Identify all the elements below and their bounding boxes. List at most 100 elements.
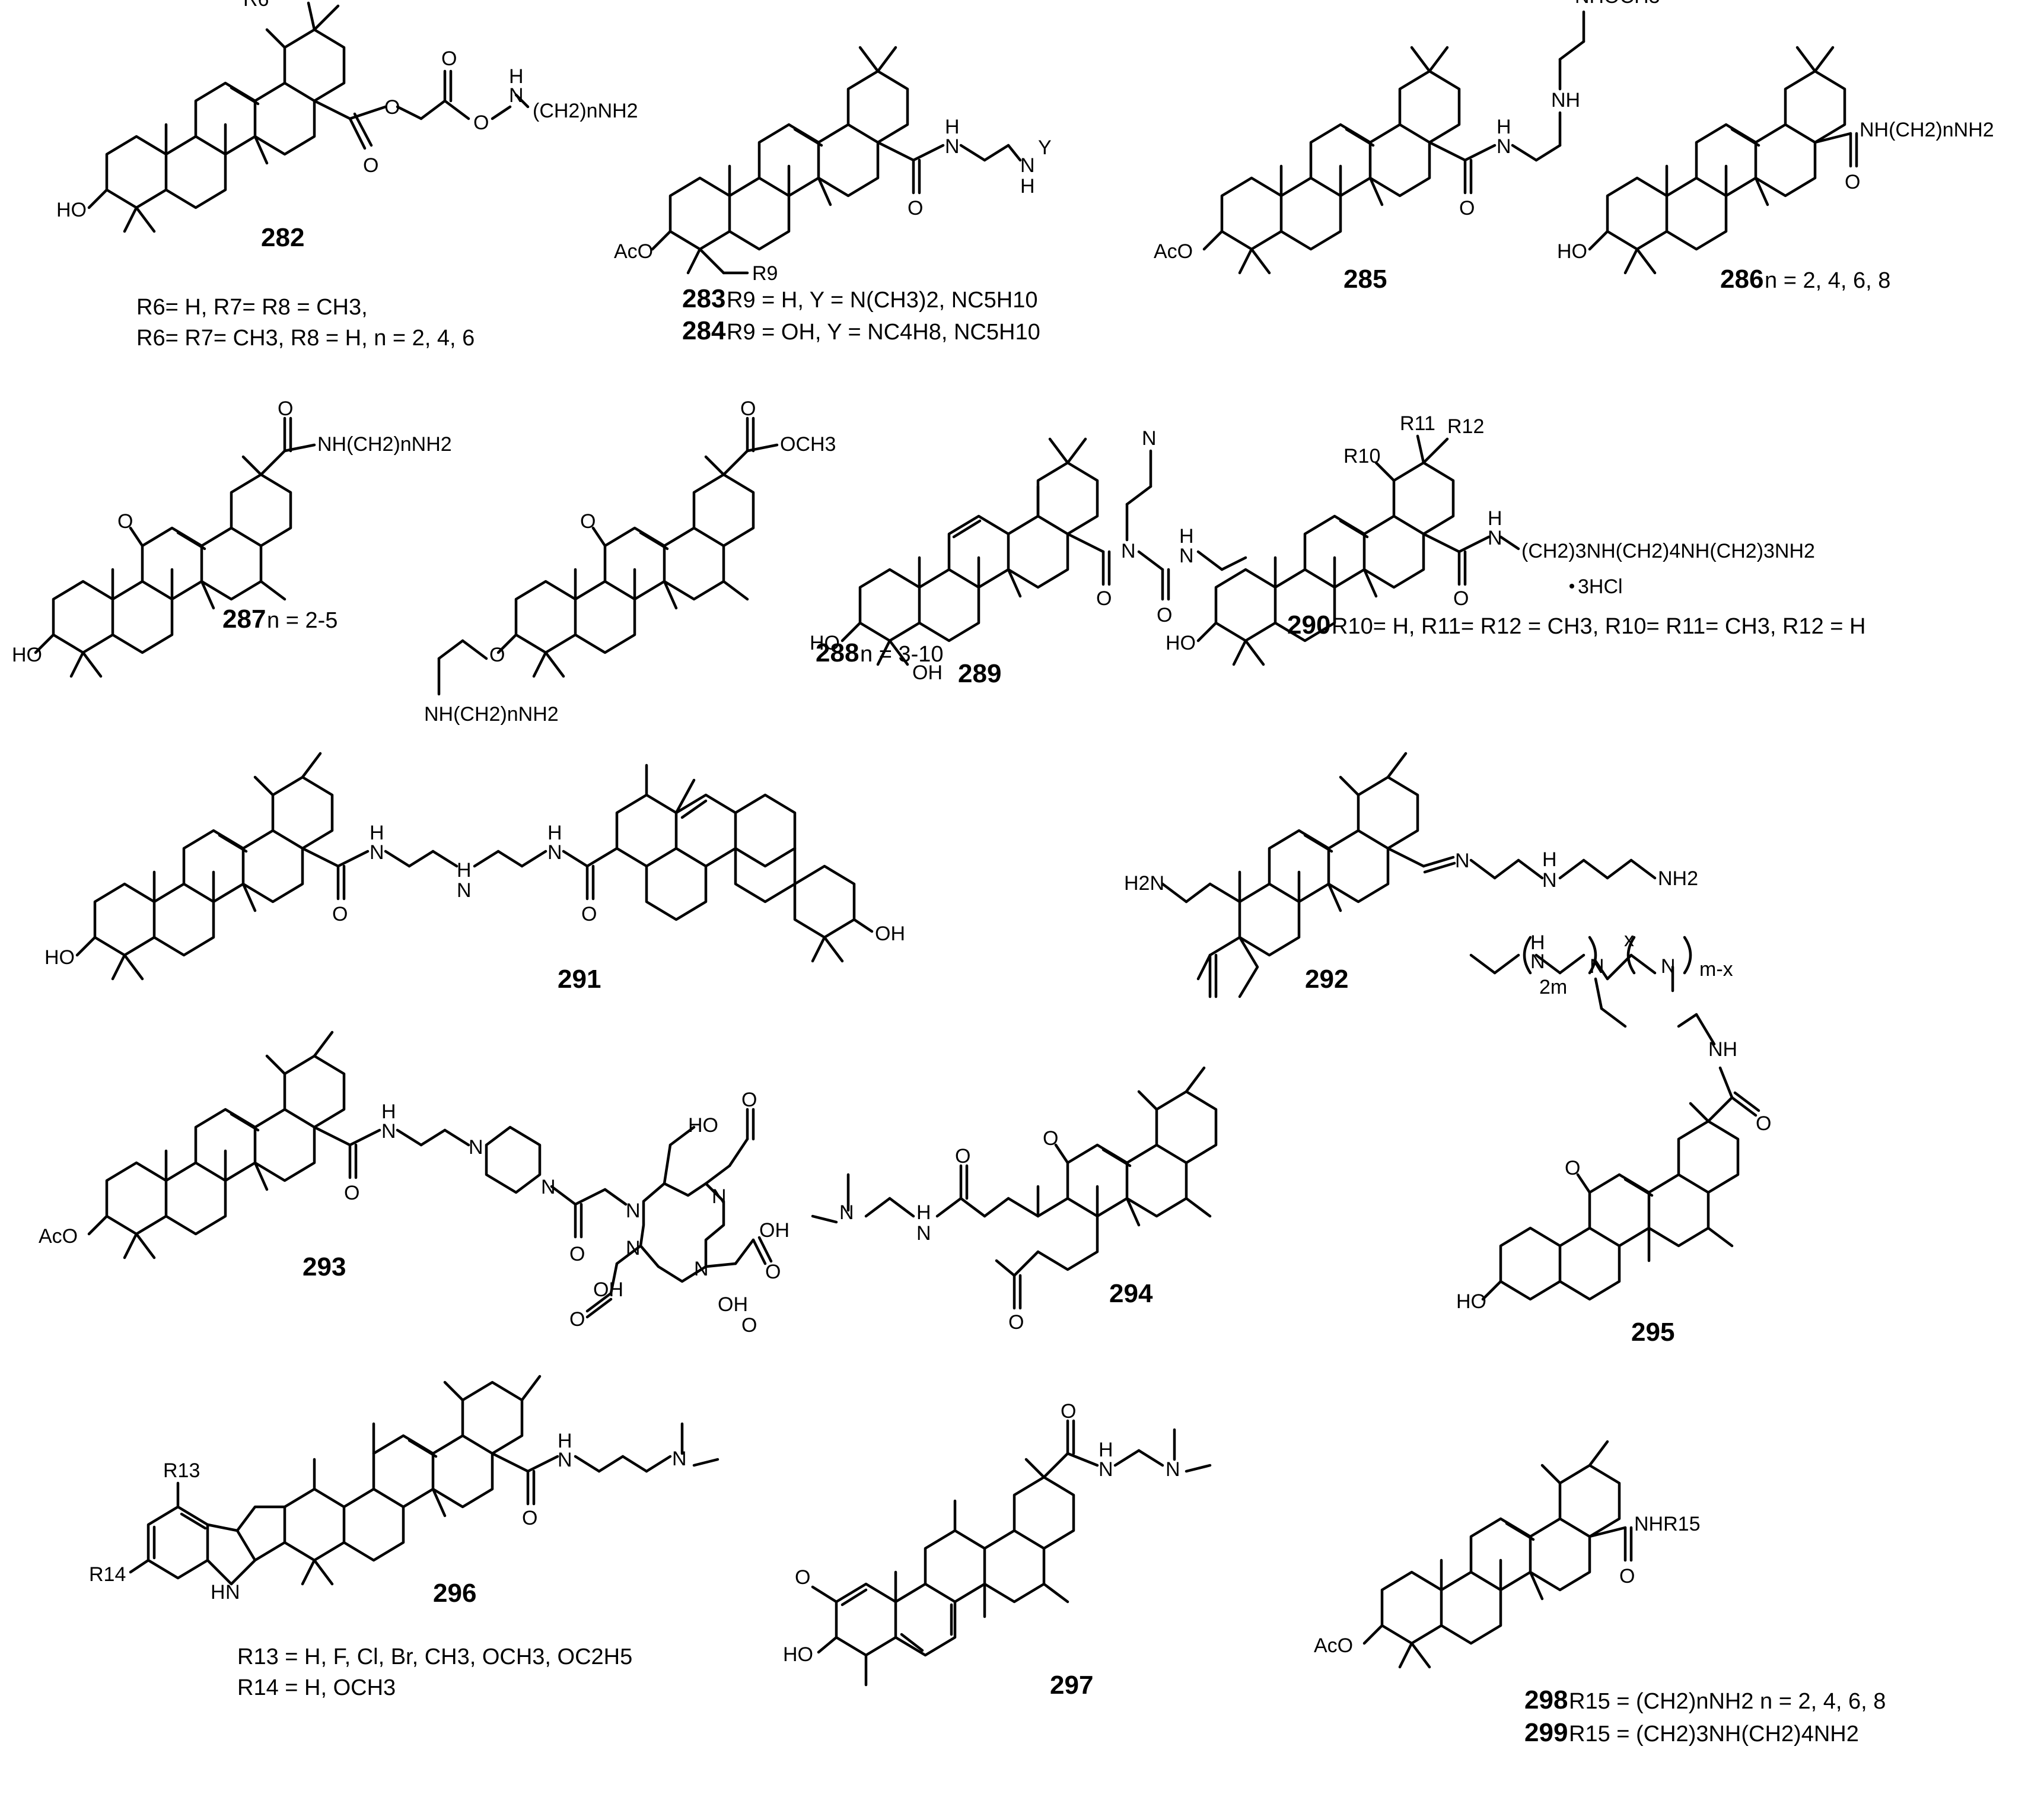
compound-293-label-18: OH xyxy=(718,1293,748,1316)
compound-293-label-8: N xyxy=(626,1200,641,1222)
compound-282-label-8: O xyxy=(473,112,489,134)
compound-294-label-3: N xyxy=(916,1222,931,1245)
compound-291-label-9: O xyxy=(581,903,597,925)
compound-293-label-9: N xyxy=(712,1185,727,1208)
compound-282-label-7: O xyxy=(441,47,457,70)
compound-282-caption-2: R6= R7= CH3, R8 = H, n = 2, 4, 6 xyxy=(136,326,475,351)
compound-293-label-17: O xyxy=(765,1261,781,1283)
compound-290-label-3: R12 xyxy=(1447,415,1484,438)
compound-296-number: 296 xyxy=(433,1579,476,1608)
compound-293-label-3: N xyxy=(381,1120,396,1143)
compound-283-label-8: Y xyxy=(1038,136,1052,159)
compound-283-label-1: AcO xyxy=(614,240,653,263)
compound-284-number: 284 xyxy=(682,316,726,345)
compound-289-number: 289 xyxy=(958,659,1001,688)
compound-290-number: 290 xyxy=(1287,610,1330,640)
compound-291: HO O H N H N H N O OH 291 xyxy=(44,752,905,994)
compound-291-label-6: N xyxy=(457,879,472,902)
compound-287-label-1: HO xyxy=(12,644,42,666)
compound-292: H2N N H N NH2 292 xyxy=(1124,752,1698,998)
compound-292-label-3: H xyxy=(1542,848,1557,871)
compound-285-label-1: AcO xyxy=(1154,240,1193,263)
compound-297-label-2: HO xyxy=(783,1643,813,1666)
compound-287-label-4: NH(CH2)nNH2 xyxy=(317,433,452,456)
compound-294-skeleton xyxy=(811,1066,1218,1310)
compound-296: R13 R14 H N H N O N 296 xyxy=(89,1375,719,1608)
compound-283-label-3: H xyxy=(945,116,960,138)
compound-288-label-2: O xyxy=(580,510,596,533)
compound-282-label-11: (CH2)nNH2 xyxy=(533,100,638,122)
compound-296-skeleton xyxy=(129,1375,719,1586)
compound-295-label-1: HO xyxy=(1456,1290,1486,1313)
compound-287-skeleton xyxy=(34,416,316,678)
compound-296-label-4: N xyxy=(225,1581,240,1604)
compound-294-label-2: H xyxy=(916,1201,931,1224)
compound-294-label-4: O xyxy=(955,1145,970,1168)
compound-297-number: 297 xyxy=(1050,1671,1093,1700)
compound-282-label-5: O xyxy=(363,154,378,177)
compound-282-label-4: HO xyxy=(56,199,87,221)
compound-297-label-1: O xyxy=(795,1566,810,1589)
compound-291-label-2: O xyxy=(332,903,348,925)
compound-286: HO NH(CH2)nNH2 O xyxy=(1557,46,1994,275)
compound-293-label-4: O xyxy=(344,1182,359,1204)
compound-296-label-2: R14 xyxy=(89,1563,126,1586)
compound-296-label-3: H xyxy=(211,1581,225,1604)
compound-294-label-1: N xyxy=(839,1201,854,1224)
compound-294-label-5: O xyxy=(1043,1127,1058,1150)
compound-295-label-10: x xyxy=(1624,928,1634,951)
compound-290-label-1: R10 xyxy=(1343,445,1380,467)
compound-288-caption: n = 3-10 xyxy=(860,642,944,667)
compound-290-label-4: HO xyxy=(1166,632,1196,654)
compound-288: O O OCH3 O NH(CH2)nNH2 xyxy=(424,397,836,726)
compound-282-caption-1: R6= H, R7= R8 = CH3, xyxy=(136,295,368,320)
compound-290-label-9: 3HCl xyxy=(1578,575,1623,598)
compound-292-label-4: N xyxy=(1542,869,1557,892)
compound-298-caption: R15 = (CH2)nNH2 n = 2, 4, 6, 8 xyxy=(1569,1689,1886,1714)
compound-295-number: 295 xyxy=(1631,1318,1674,1347)
compound-285: AcO H N O NH NHOCH3 285 xyxy=(1154,0,1660,294)
compound-283-caption: R9 = H, Y = N(CH3)2, NC5H10 xyxy=(727,288,1037,313)
compound-296-label-8: N xyxy=(672,1448,687,1470)
compound-289-skeleton xyxy=(840,437,1247,666)
compound-288-number: 288 xyxy=(816,638,859,667)
compound-289-label-2: OH xyxy=(912,661,943,684)
compound-290: R10 R11 R12 HO O H N (CH2)3NH(CH2)4NH(CH… xyxy=(1166,412,1815,666)
compound-285-label-4: O xyxy=(1459,197,1475,220)
compound-285-number: 285 xyxy=(1343,265,1387,294)
compound-291-label-1: HO xyxy=(44,946,75,969)
compound-283: AcO R9 H N O N H Y xyxy=(614,46,1052,285)
compound-296-caption-2: R14 = H, OCH3 xyxy=(237,1675,396,1700)
compound-292-number: 292 xyxy=(1305,965,1348,994)
compound-293-label-19: O xyxy=(741,1314,757,1337)
compound-295: HO O NH O H N N N 2m x m-x 295 xyxy=(1456,928,1771,1347)
compound-284-caption: R9 = OH, Y = NC4H8, NC5H10 xyxy=(727,320,1040,345)
compound-285-skeleton xyxy=(1202,10,1585,275)
compound-286-label-1: HO xyxy=(1557,240,1587,263)
compound-288-skeleton xyxy=(437,416,779,696)
compound-298-number: 298 xyxy=(1524,1685,1568,1715)
compound-297-label-6: N xyxy=(1166,1458,1180,1481)
compound-283-label-7: H xyxy=(1020,175,1035,198)
compound-291-label-7: H xyxy=(547,822,562,844)
compound-282-number: 282 xyxy=(261,223,304,252)
compound-290-label-8: (CH2)3NH(CH2)4NH(CH2)3NH2 xyxy=(1521,540,1815,562)
compound-291-label-8: N xyxy=(547,841,562,864)
compound-293-label-11: N xyxy=(626,1237,641,1259)
compound-294-label-6: O xyxy=(1008,1311,1024,1334)
compound-299-number: 299 xyxy=(1524,1718,1568,1747)
compound-298-label-1: AcO xyxy=(1314,1634,1353,1657)
compound-288-label-5: NH(CH2)nNH2 xyxy=(424,703,559,726)
compound-293-label-10: N xyxy=(694,1258,709,1280)
compound-297-skeleton xyxy=(811,1419,1212,1687)
compound-282-label-1: R6 xyxy=(243,0,269,11)
compound-297: O HO O H N N 297 xyxy=(783,1400,1212,1700)
compound-290-label-7: N xyxy=(1488,527,1502,549)
compound-292-label-5: NH2 xyxy=(1658,867,1698,890)
compound-297-label-5: N xyxy=(1099,1458,1113,1481)
compound-283-label-4: N xyxy=(945,135,960,158)
compound-287: HO O O NH(CH2)nNH2 xyxy=(12,397,452,678)
compound-285-label-6: NHOCH3 xyxy=(1575,0,1660,8)
compound-293-label-6: N xyxy=(541,1176,556,1198)
